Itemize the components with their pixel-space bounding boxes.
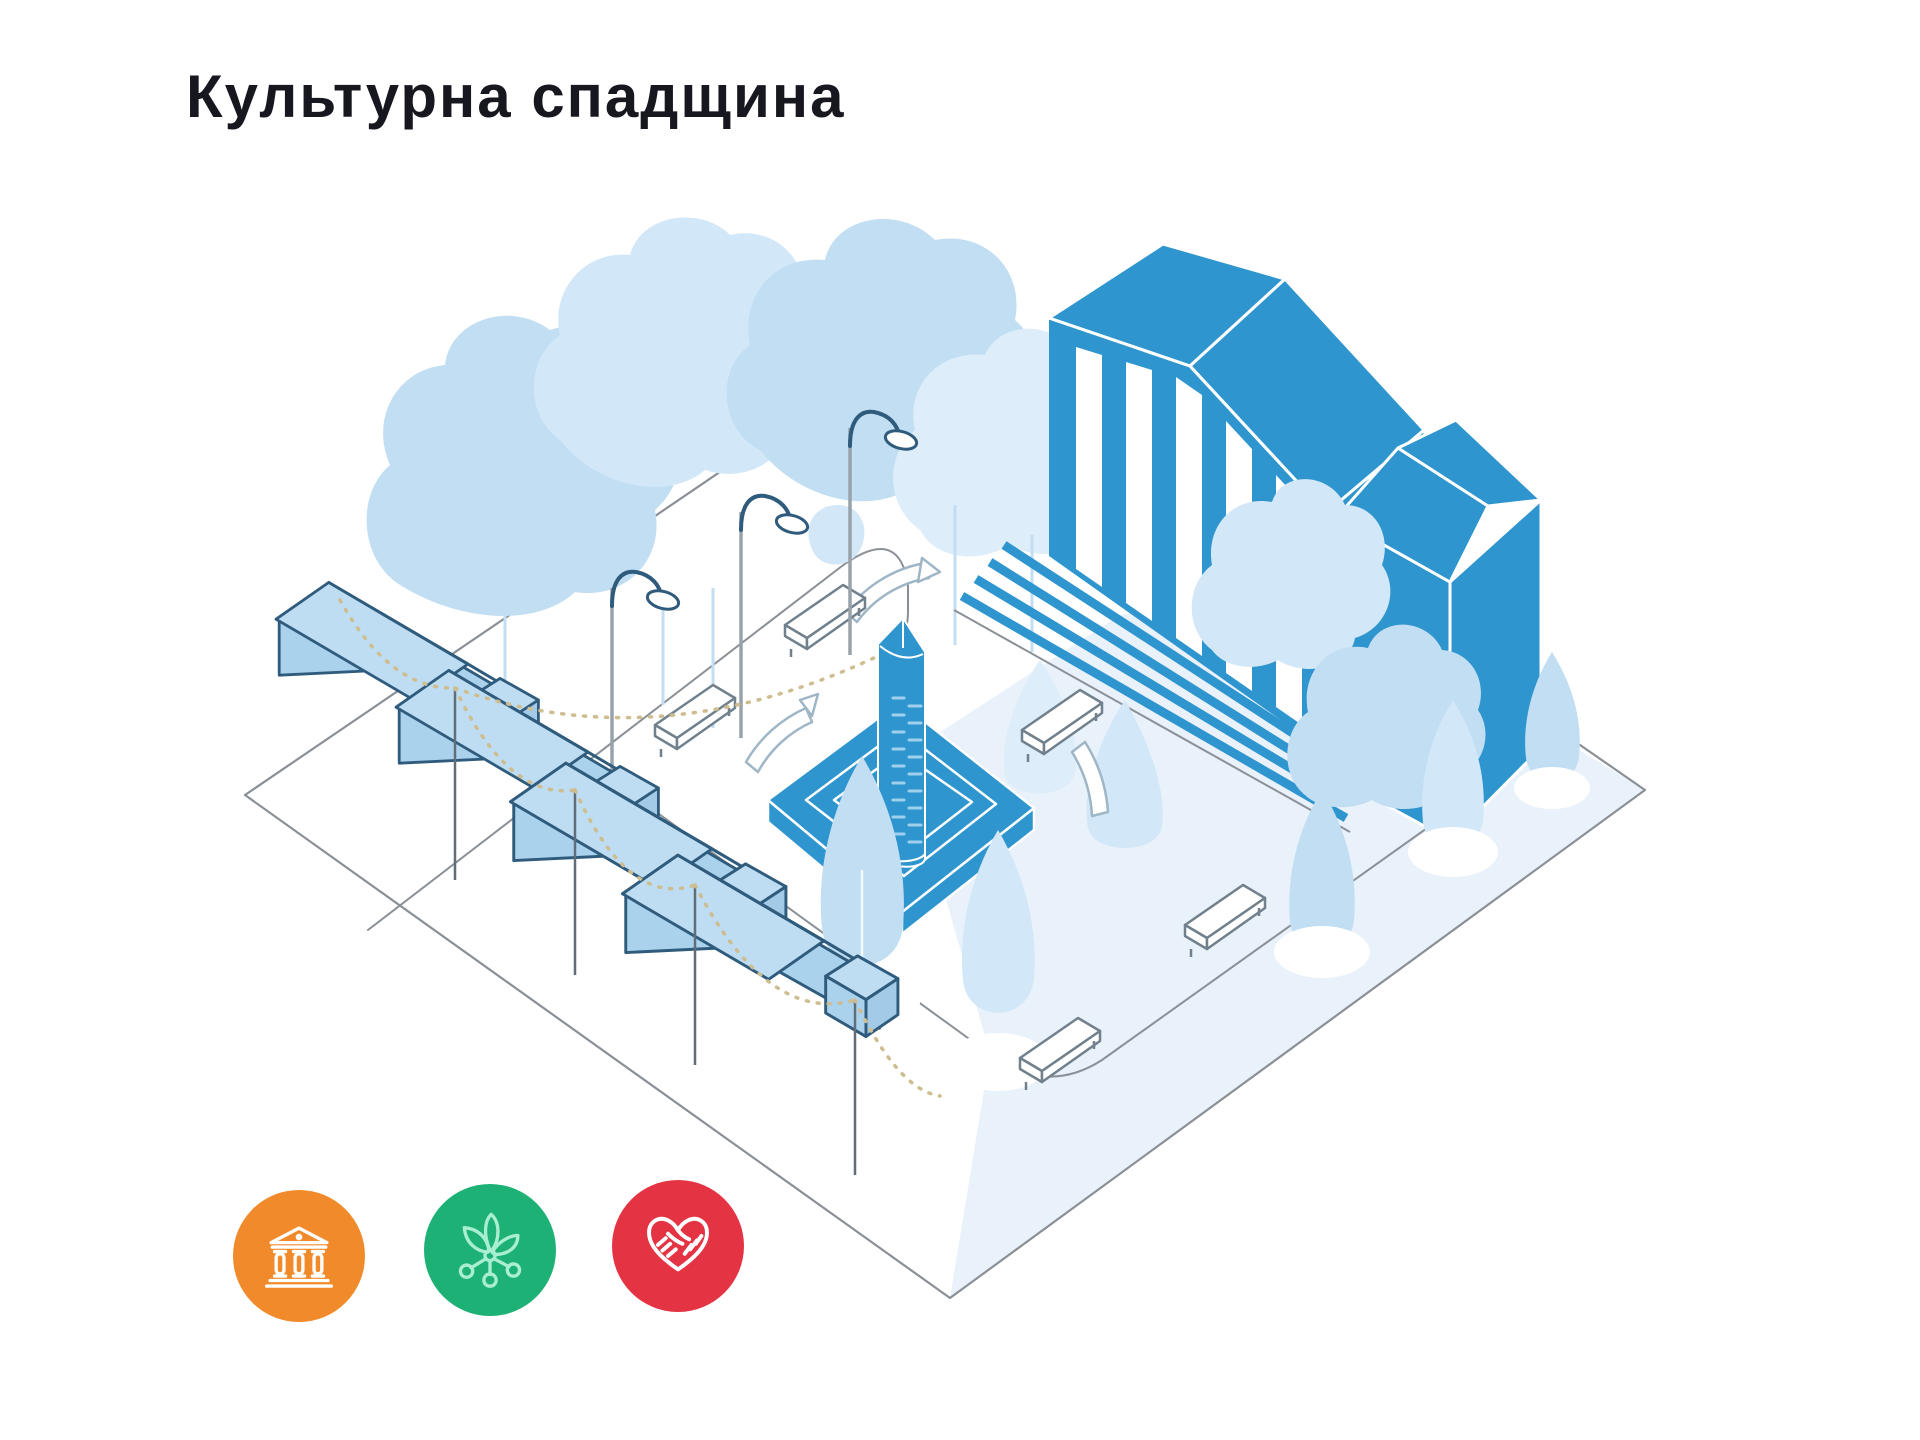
street-lamp-2 (739, 493, 810, 738)
street-lamp-3 (848, 409, 919, 655)
arrow-arc-right (1070, 740, 1110, 818)
plant-leaves-icon (424, 1184, 556, 1316)
bench-2 (783, 583, 867, 659)
circulation-arrows (744, 556, 1110, 818)
arrow-arc-left (744, 706, 814, 774)
bench-1 (653, 683, 737, 759)
classical-building-icon (233, 1190, 365, 1322)
building-steps (953, 541, 1351, 833)
page-title: Культурна спадщина (186, 63, 846, 130)
tree-cluster-upper-left (366, 217, 1142, 728)
legend (233, 1180, 793, 1330)
handshake-heart-icon (612, 1180, 744, 1312)
monument-inscription (891, 696, 923, 844)
garland (338, 598, 942, 1098)
garland-posts (453, 688, 857, 1175)
